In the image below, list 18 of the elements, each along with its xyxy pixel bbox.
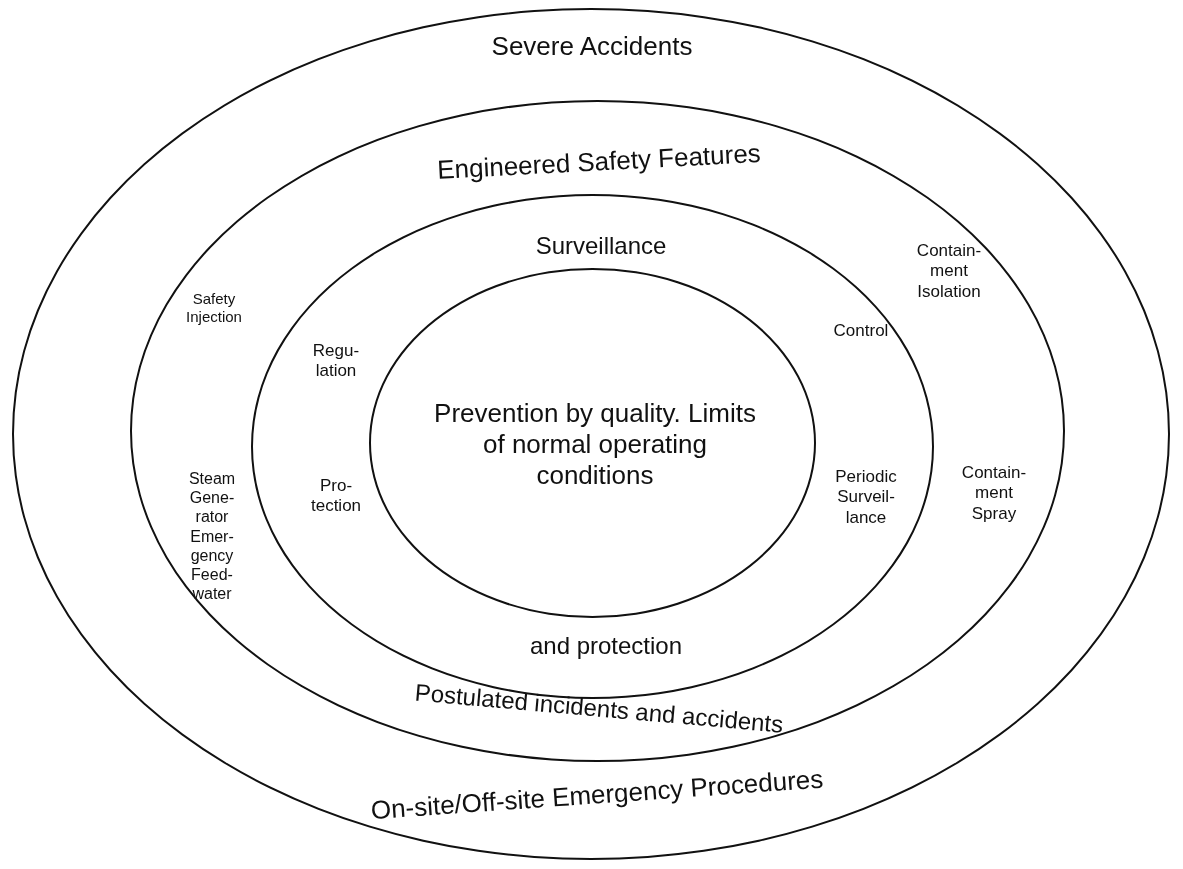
feature-label: Periodic Surveil- lance xyxy=(834,467,898,529)
feature-label: Control xyxy=(832,320,890,342)
layer-heading: Engineered Safety Features xyxy=(435,136,763,187)
feature-label: Contain- ment Spray xyxy=(960,463,1028,525)
feature-label: Steam Gene- rator Emer- gency Feed- water xyxy=(187,468,237,604)
layer-heading: and protection xyxy=(528,631,684,661)
center-ellipse xyxy=(369,268,816,618)
safety-features-ring xyxy=(130,100,1065,762)
layer-heading: Surveillance xyxy=(534,231,668,261)
center-text: Prevention by quality. Limits of normal operating conditions xyxy=(433,398,757,492)
feature-label: Regu- lation xyxy=(311,340,361,382)
outer-ring xyxy=(12,8,1170,860)
layer-heading: Postulated incidents and accidents xyxy=(412,677,786,740)
layer-heading: On-site/Off-site Emergency Procedures xyxy=(368,762,826,828)
layer-heading: Severe Accidents xyxy=(490,31,694,63)
feature-label: Pro- tection xyxy=(309,475,363,517)
feature-label: Safety Injection xyxy=(185,290,243,326)
feature-label: Contain- ment Isolation xyxy=(915,241,983,303)
